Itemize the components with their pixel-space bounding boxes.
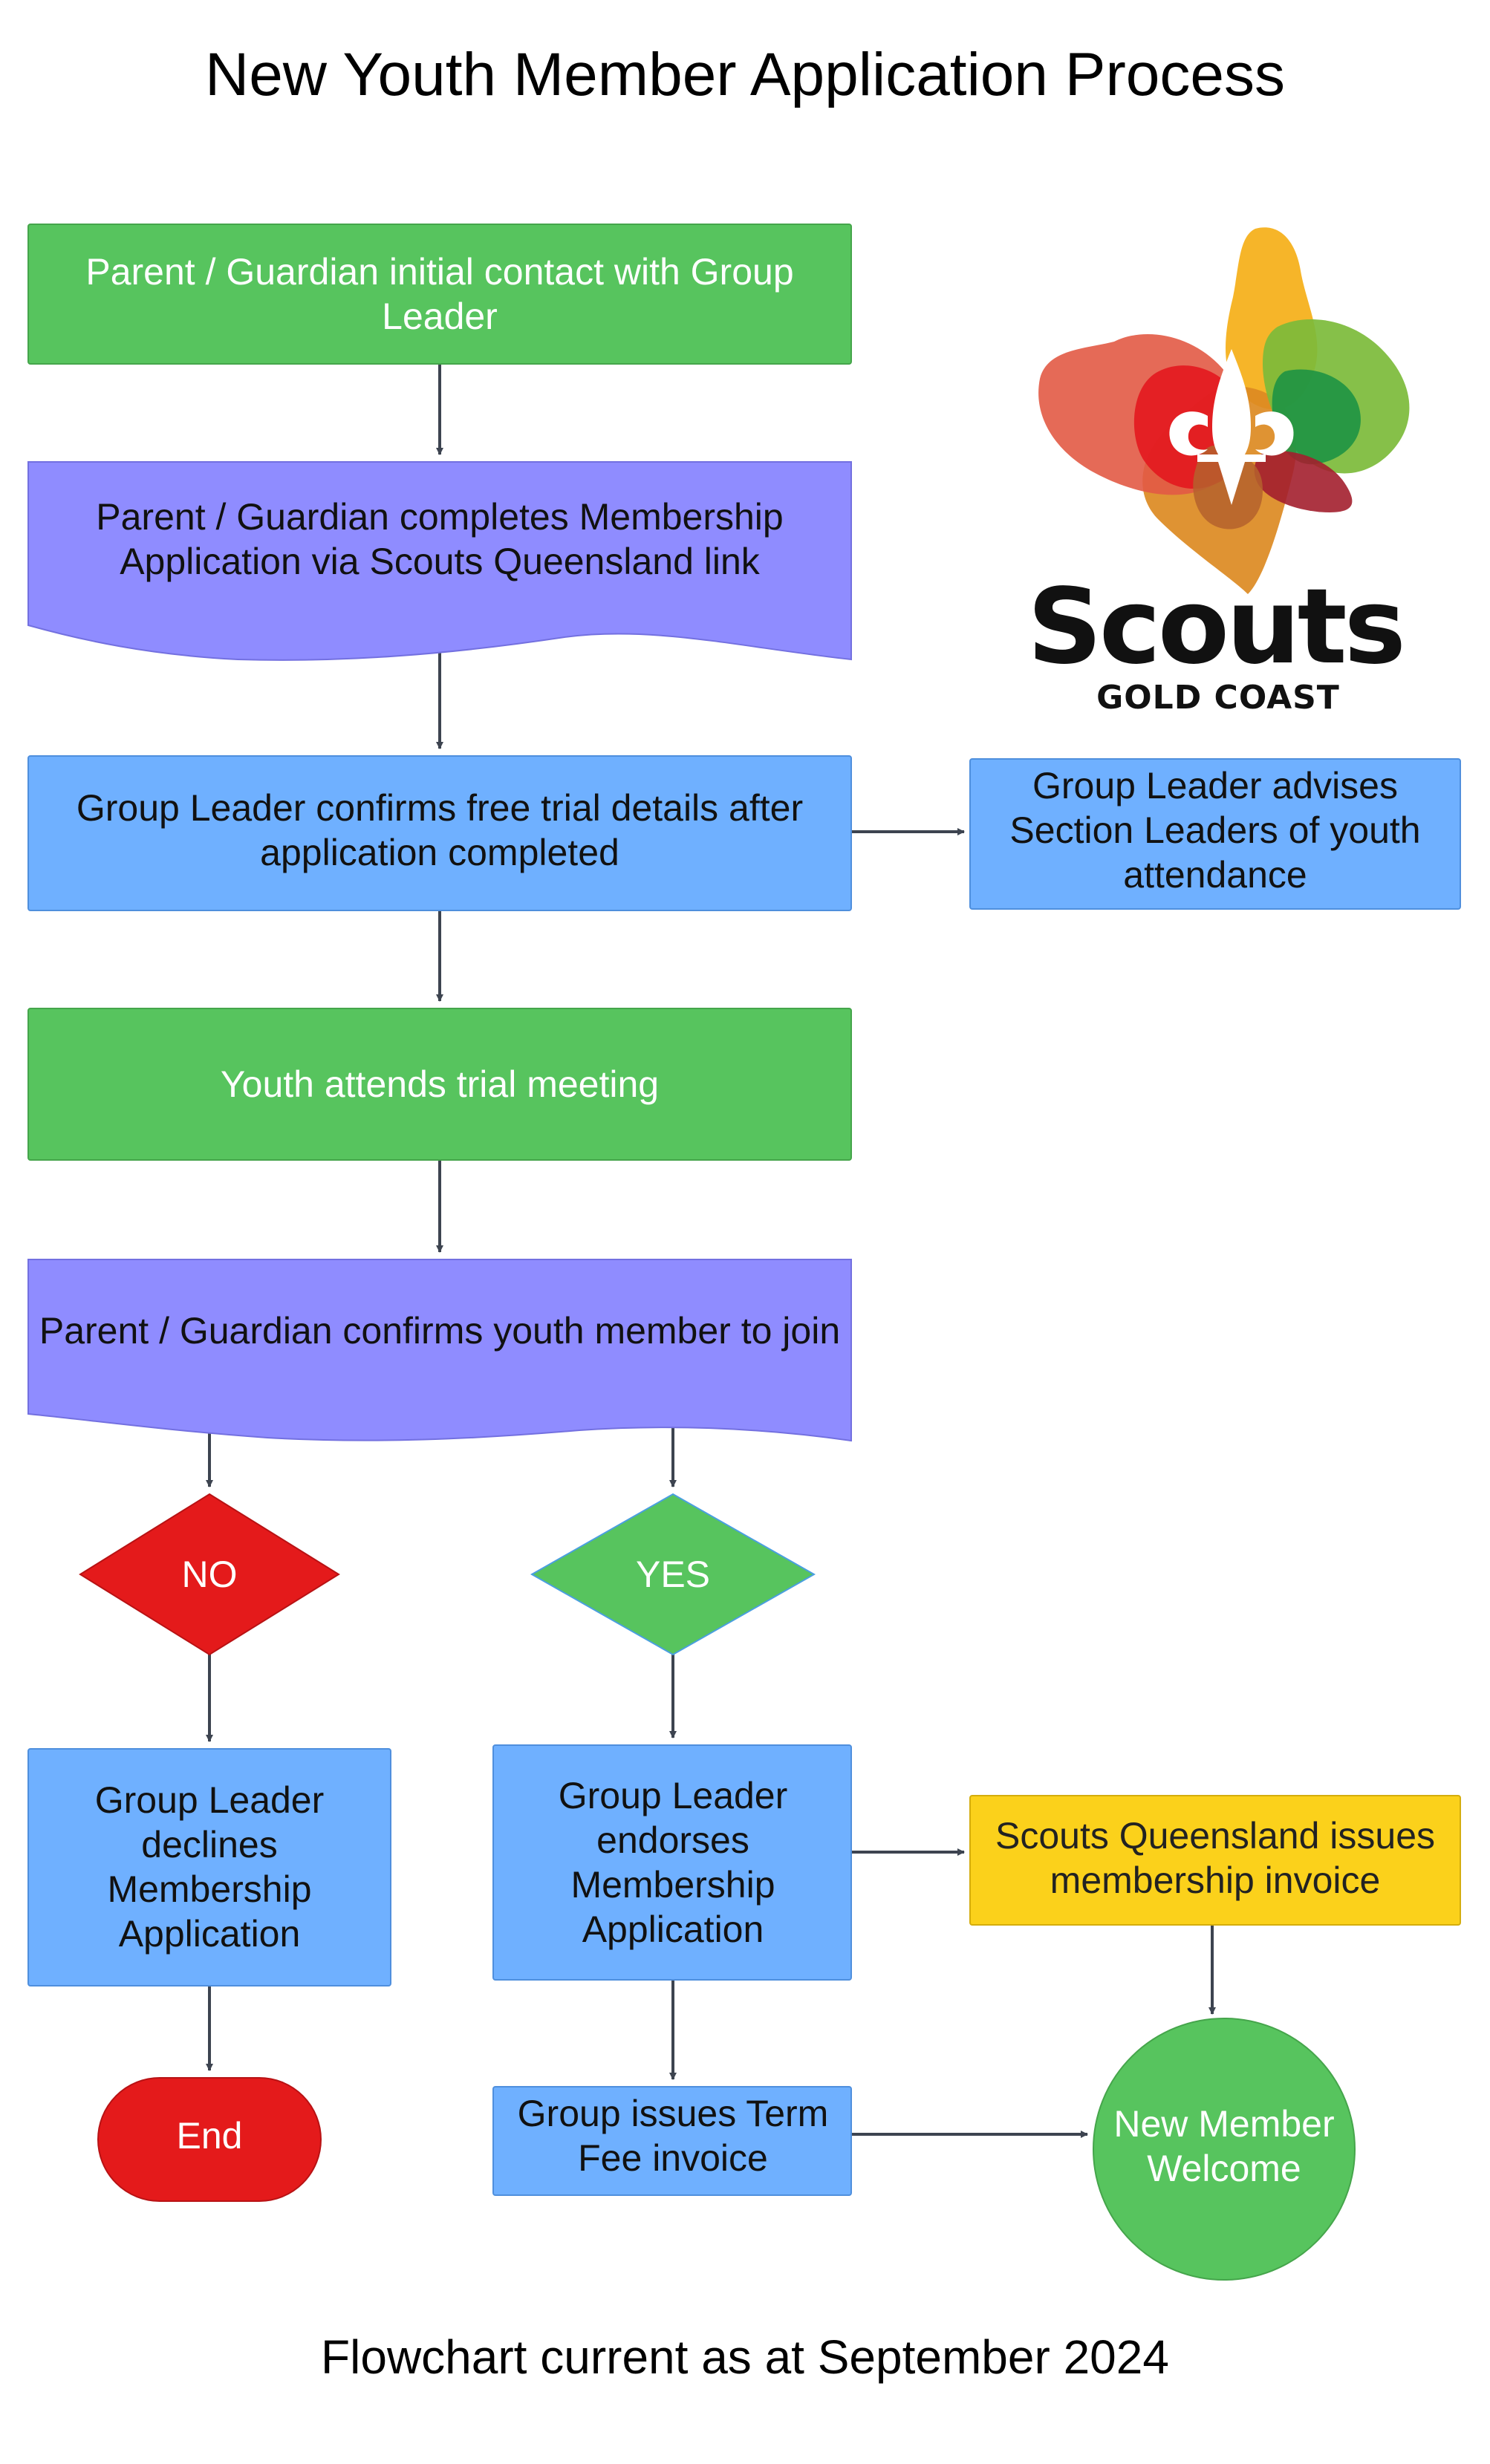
node-label-line: Group Leader advises xyxy=(1032,765,1398,806)
node-label-line: Fee invoice xyxy=(578,2137,768,2179)
node-confirm-join-label: Parent / Guardian confirms youth member … xyxy=(39,1310,840,1352)
node-label-line: YES xyxy=(636,1554,710,1595)
page-title: New Youth Member Application Process xyxy=(205,41,1285,108)
node-label-line: Scouts Queensland issues xyxy=(995,1815,1435,1857)
node-initial-contact-label: Parent / Guardian initial contact with G… xyxy=(85,251,793,337)
node-label-line: Application xyxy=(119,1913,301,1955)
footer-note: Flowchart current as at September 2024 xyxy=(321,2330,1169,2384)
node-label-line: NO xyxy=(182,1554,238,1595)
node-label-line: Group Leader xyxy=(95,1779,325,1821)
node-confirm-join: Parent / Guardian confirms youth member … xyxy=(27,1259,852,1442)
node-label-line: Welcome xyxy=(1147,2148,1301,2189)
node-label-line: Parent / Guardian completes Membership xyxy=(96,496,783,538)
node-label-line: Section Leaders of youth xyxy=(1009,809,1420,851)
terminal-end: End xyxy=(97,2077,322,2202)
node-label-line: New Member xyxy=(1113,2103,1334,2145)
node-label-line: End xyxy=(177,2115,243,2157)
node-label-line: attendance xyxy=(1123,854,1307,896)
node-trial-meeting: Youth attends trial meeting xyxy=(27,1008,852,1161)
node-initial-contact: Parent / Guardian initial contact with G… xyxy=(27,224,852,365)
node-label-line: application completed xyxy=(260,832,619,873)
scouts-logo: Scouts GOLD COAST xyxy=(1027,227,1410,717)
node-label-line: membership invoice xyxy=(1050,1860,1381,1901)
node-label-line: Parent / Guardian initial contact with G… xyxy=(85,251,793,293)
terminal-end-label: End xyxy=(177,2115,243,2157)
fleur-de-lis-icon xyxy=(1038,227,1410,594)
node-label-line: Parent / Guardian confirms youth member … xyxy=(39,1310,840,1352)
node-label-line: declines xyxy=(141,1824,277,1865)
node-label-line: Application via Scouts Queensland link xyxy=(120,541,761,582)
node-label-line: Application xyxy=(582,1909,764,1950)
decision-no: NO xyxy=(79,1493,340,1656)
connectors xyxy=(206,364,1216,2138)
node-label-line: Leader xyxy=(382,296,498,337)
decision-yes-label: YES xyxy=(636,1554,710,1595)
node-label-line: endorses xyxy=(596,1819,749,1861)
node-label-line: Group issues Term xyxy=(518,2093,829,2134)
decision-yes: YES xyxy=(530,1493,816,1656)
logo-subtitle: GOLD COAST xyxy=(1096,679,1340,717)
logo-wordmark: Scouts xyxy=(1027,567,1403,688)
node-confirm-trial: Group Leader confirms free trial details… xyxy=(27,755,852,911)
decision-no-label: NO xyxy=(182,1554,238,1595)
node-label-line: Youth attends trial meeting xyxy=(221,1063,659,1105)
node-confirm-trial-label: Group Leader confirms free trial details… xyxy=(77,787,803,873)
node-label-line: Group Leader xyxy=(559,1775,788,1816)
node-trial-meeting-label: Youth attends trial meeting xyxy=(221,1063,659,1105)
node-label-line: Membership xyxy=(107,1868,311,1910)
node-label-line: Membership xyxy=(570,1864,775,1906)
node-label-line: Group Leader confirms free trial details… xyxy=(77,787,803,829)
